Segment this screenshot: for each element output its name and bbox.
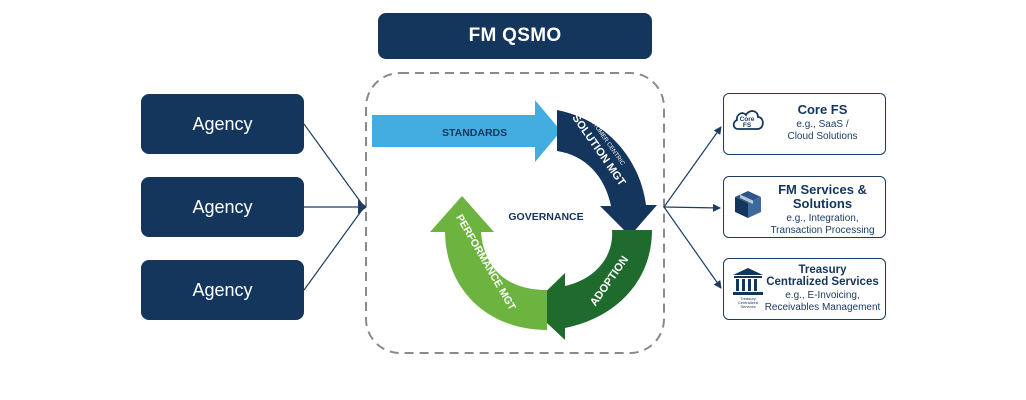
connector-line (303, 209, 363, 291)
connector-line (663, 206, 722, 289)
performance-mgt-arrow (430, 196, 547, 330)
governance-label: GOVERNANCE (508, 211, 583, 223)
card-title: Solutions (792, 196, 853, 211)
treasury-card: Treasury Centralized Services Treasury C… (723, 258, 886, 320)
agency-box: Agency (141, 260, 304, 320)
card-title: Treasury (798, 264, 847, 276)
card-title: Centralized Services (766, 276, 879, 288)
connector-line (663, 126, 722, 208)
card-subtitle: e.g., Integration, (786, 213, 859, 224)
adoption-arrow (530, 230, 652, 340)
bank-icon-label: Services (740, 304, 755, 309)
title-label: FM QSMO (468, 25, 562, 46)
card-subtitle: e.g., SaaS / (796, 119, 849, 130)
standards-arrow (372, 100, 561, 162)
agency-label: Agency (192, 279, 253, 300)
solution-mgt-arrow (557, 110, 657, 236)
fm-services-card: FM Services & Solutions e.g., Integratio… (723, 176, 886, 238)
card-title: Core FS (797, 102, 848, 117)
agency-box: Agency (141, 94, 304, 154)
card-text: FM Services & Solutions e.g., Integratio… (764, 183, 881, 237)
bank-icon-label: Treasury (740, 296, 756, 301)
connector-line (663, 203, 721, 212)
bank-icon: Treasury Centralized Services (733, 268, 763, 309)
card-subtitle: Transaction Processing (770, 225, 875, 236)
connector-line (303, 123, 363, 205)
card-text: Treasury Centralized Services e.g., E-In… (764, 264, 881, 314)
agency-label: Agency (192, 113, 253, 134)
agency-box: Agency (141, 177, 304, 237)
card-subtitle: Cloud Solutions (787, 131, 858, 142)
bank-icon-label: Centralized (738, 300, 758, 305)
dashed-frame (365, 72, 665, 354)
standards-label: STANDARDS (442, 127, 507, 139)
connector-arrowhead (358, 200, 367, 214)
cloud-icon: Core FS (732, 110, 764, 130)
card-subtitle: Receivables Management (764, 302, 881, 313)
card-title: FM Services & (778, 182, 867, 197)
card-subtitle: e.g., E-Invoicing, (785, 290, 860, 301)
card-text: Core FS e.g., SaaS / Cloud Solutions (764, 103, 881, 143)
title-box: FM QSMO (378, 13, 652, 59)
core-fs-card: Core FS Core FS e.g., SaaS / Cloud Solut… (723, 93, 886, 155)
box-icon (735, 191, 761, 218)
agency-label: Agency (192, 196, 253, 217)
cloud-icon-label: Core (740, 116, 755, 123)
cloud-icon-label: FS (743, 122, 752, 129)
